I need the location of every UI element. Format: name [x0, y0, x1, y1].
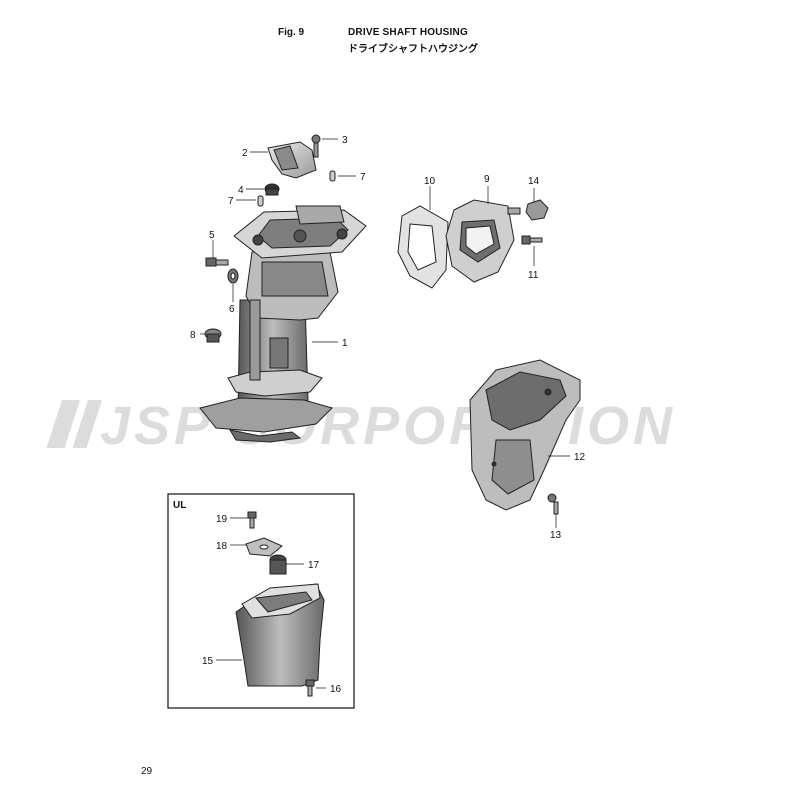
inset-ul-box: UL	[167, 493, 355, 709]
bolt-19	[247, 511, 257, 529]
callout-7-left: 7	[228, 196, 234, 207]
callout-13: 13	[550, 530, 562, 541]
screw-13	[547, 493, 559, 515]
figure-number: Fig. 9	[278, 27, 305, 38]
exhaust-plate-9	[445, 199, 521, 283]
callout-19: 19	[216, 514, 228, 525]
callout-7-right: 7	[360, 172, 366, 183]
callout-4: 4	[238, 185, 244, 196]
dowel-pin-7-right	[329, 170, 336, 182]
callout-15: 15	[202, 656, 214, 667]
callout-14: 14	[528, 176, 540, 187]
callout-8: 8	[190, 330, 196, 341]
dowel-pin-7-left	[257, 195, 264, 207]
page-header: Fig. 9 DRIVE SHAFT HOUSING ドライブシャフトハウジング	[0, 24, 800, 64]
plug-8	[204, 328, 222, 343]
callout-2: 2	[242, 148, 248, 159]
bolt-3	[311, 134, 321, 158]
plate-18	[245, 537, 283, 557]
callout-18: 18	[216, 541, 228, 552]
watermark: JSP CORPORATION	[46, 396, 676, 456]
callout-11: 11	[528, 270, 539, 281]
inset-ul-label: UL	[173, 500, 186, 511]
callout-6: 6	[229, 304, 235, 315]
callout-9: 9	[484, 174, 490, 185]
watermark-text: JSP CORPORATION	[100, 396, 676, 456]
callout-labels: 1 2 3 4 5 6 7 7 8 9 10 11 12 13 14 15 16…	[190, 135, 586, 695]
callout-17: 17	[308, 560, 320, 571]
figure-title: DRIVE SHAFT HOUSING	[348, 27, 468, 38]
washer-6	[227, 268, 239, 284]
bolt-16	[305, 679, 315, 697]
bolt-11	[521, 235, 543, 245]
callout-5: 5	[209, 230, 215, 241]
extension-housing-15	[235, 583, 325, 687]
gasket-10	[397, 205, 449, 289]
callout-12: 12	[574, 452, 586, 463]
grommet-4	[264, 183, 280, 196]
callout-16: 16	[330, 684, 342, 695]
page-number: 29	[141, 766, 153, 777]
nut-14	[525, 199, 549, 221]
callout-3: 3	[342, 135, 348, 146]
bolt-5	[205, 257, 229, 267]
bracket-2	[267, 141, 317, 179]
cover-12	[469, 359, 581, 511]
callout-10: 10	[424, 176, 436, 187]
callout-1: 1	[342, 338, 348, 349]
grommet-17	[269, 554, 287, 575]
drive-shaft-housing	[199, 205, 367, 443]
leader-lines	[200, 138, 570, 689]
figure-title-japanese: ドライブシャフトハウジング	[348, 44, 478, 55]
